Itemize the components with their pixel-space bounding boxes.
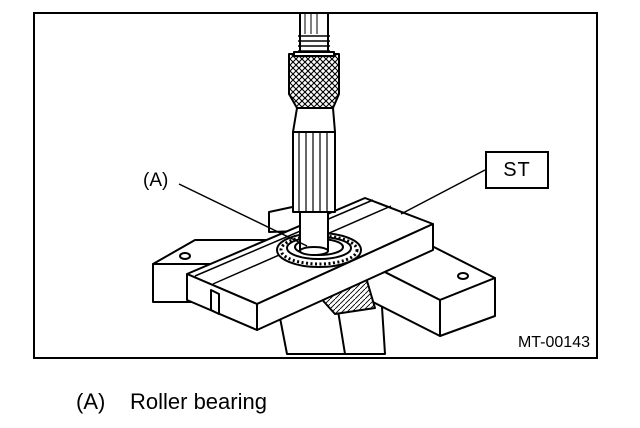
threaded-stem (293, 14, 335, 57)
callout-label-a: (A) (143, 170, 169, 191)
legend-key: (A) (76, 389, 106, 414)
collet (292, 127, 336, 213)
legend-label: Roller bearing (130, 389, 267, 414)
leader-line-a (178, 183, 308, 247)
knurled-sleeve (288, 53, 340, 133)
st-callout-label: ST (503, 158, 531, 181)
figure-frame: (A) ST MT-00143 (33, 12, 598, 359)
illustration (152, 14, 496, 355)
figure-id: MT-00143 (517, 334, 590, 351)
leader-line-st (400, 169, 486, 215)
gauge-shaft (299, 208, 329, 256)
st-callout-box: ST (485, 151, 549, 189)
legend-item: (A) Roller bearing (76, 389, 267, 415)
